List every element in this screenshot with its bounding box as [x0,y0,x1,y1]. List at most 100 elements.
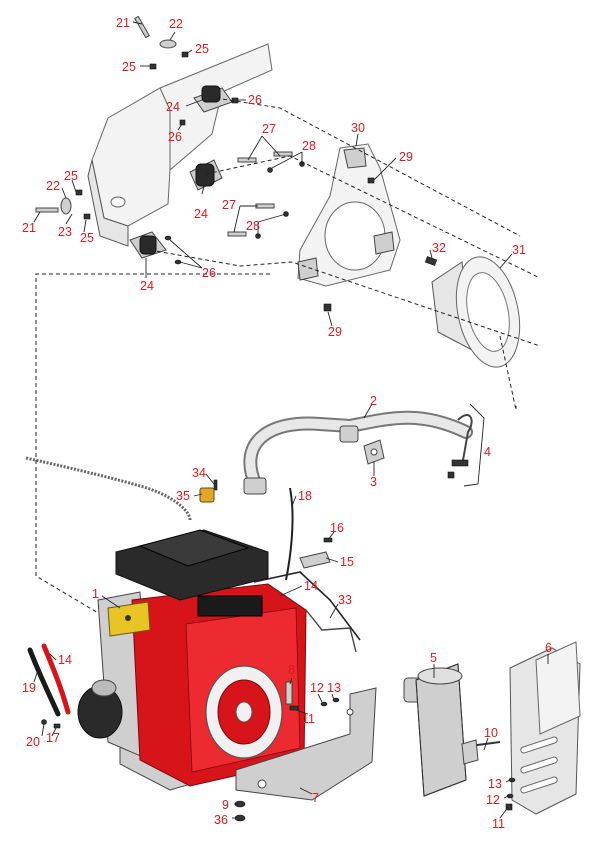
nut-36 [234,814,246,822]
muffler-clamp [461,739,479,765]
callout-13: 13 [327,681,341,695]
bolt-21-left [35,207,59,213]
callout-19: 19 [22,681,36,695]
throttle-cable [25,456,192,521]
callout-33: 33 [338,593,352,607]
wire-18 [285,487,294,581]
callout-15: 15 [340,555,354,569]
callout-leader-lines [33,21,549,819]
bell-housing-ring [431,256,521,368]
nut-25-left-b [83,213,91,220]
callout-25: 25 [122,60,136,74]
callout-29: 29 [328,325,342,339]
callout-6: 6 [545,641,552,655]
fitting-35 [199,487,215,503]
nut-26-mid [179,119,186,126]
rubber-mount-top [193,85,233,113]
callout-28: 28 [302,139,316,153]
nut-25-top-b [149,63,157,70]
callout-28: 28 [246,219,260,233]
callout-24: 24 [166,100,180,114]
callout-2: 2 [370,394,377,408]
callout-3: 3 [370,475,377,489]
washers-26-lower [164,235,182,265]
callout-27: 27 [262,122,276,136]
heat-shield [509,641,581,815]
callout-25: 25 [80,231,94,245]
muffler-bracket [235,687,377,801]
battery-cable-red [41,643,71,715]
callout-26: 26 [168,130,182,144]
callout-11: 11 [492,817,505,831]
callout-21: 21 [22,221,36,235]
exhaust-pipe [243,410,473,495]
callout-24: 24 [194,207,208,221]
callout-25: 25 [64,169,78,183]
callout-14: 14 [304,579,318,593]
exhaust-gasket [363,439,385,465]
stud-8 [285,681,293,705]
callout-17: 17 [46,731,60,745]
screw-34 [213,479,218,491]
adapter-plate [297,143,401,287]
starter-solenoid [77,679,123,739]
callout-9: 9 [222,798,229,812]
callout-7: 7 [312,791,319,805]
callout-26: 26 [248,93,262,107]
callout-23: 23 [58,225,72,239]
callout-11: 11 [302,712,315,726]
rubber-mount-middle [189,159,223,191]
rubber-mount-lower [129,231,167,259]
nut-25-top-a [181,51,189,58]
callout-14: 14 [58,653,72,667]
assembly-line-e [35,273,270,621]
bolt-11-left [289,705,299,711]
washer-22-top [159,39,177,49]
callout-16: 16 [330,521,344,535]
washers-12-13-left [320,697,340,707]
bracket-line-4 [463,403,485,487]
callout-30: 30 [351,121,365,135]
callout-1: 1 [92,587,99,601]
washer-20 [41,719,47,725]
callout-27: 27 [222,198,236,212]
callout-29: 29 [399,150,413,164]
engine-assembly [97,529,361,791]
bolts-27-upper [237,151,305,173]
bolt-21-top [134,15,150,39]
callout-12: 12 [310,681,324,695]
callout-12: 12 [486,793,500,807]
callout-36: 36 [214,813,228,827]
callout-26: 26 [202,266,216,280]
callout-5: 5 [430,651,437,665]
assembly-line-b [205,155,541,279]
nut-29-lower [323,303,332,312]
exhaust-clamp [447,414,473,479]
callout-24: 24 [140,279,154,293]
callout-18: 18 [298,489,312,503]
callout-20: 20 [26,735,40,749]
assembly-line-c [149,249,541,347]
washer-22-left [60,197,72,215]
callout-25: 25 [195,42,209,56]
bracket-15 [299,551,331,569]
callout-22: 22 [169,17,183,31]
callout-8: 8 [288,663,295,677]
battery-cable-black [27,647,61,717]
assembly-line-a [215,97,521,237]
nut-25-left-a [75,189,83,196]
nut-29-upper [367,177,375,184]
callout-13: 13 [488,777,502,791]
callout-4: 4 [484,445,491,459]
callout-34: 34 [192,466,206,480]
callout-31: 31 [512,243,526,257]
callout-21: 21 [116,16,130,30]
callout-22: 22 [46,179,60,193]
engine-mount-bracket [87,43,273,247]
muffler [403,663,467,797]
callout-labels: 21 22 25 25 24 26 26 24 30 27 28 29 25 2… [22,16,552,831]
callout-32: 32 [432,241,446,255]
callout-10: 10 [484,726,498,740]
screw-32 [424,256,438,266]
